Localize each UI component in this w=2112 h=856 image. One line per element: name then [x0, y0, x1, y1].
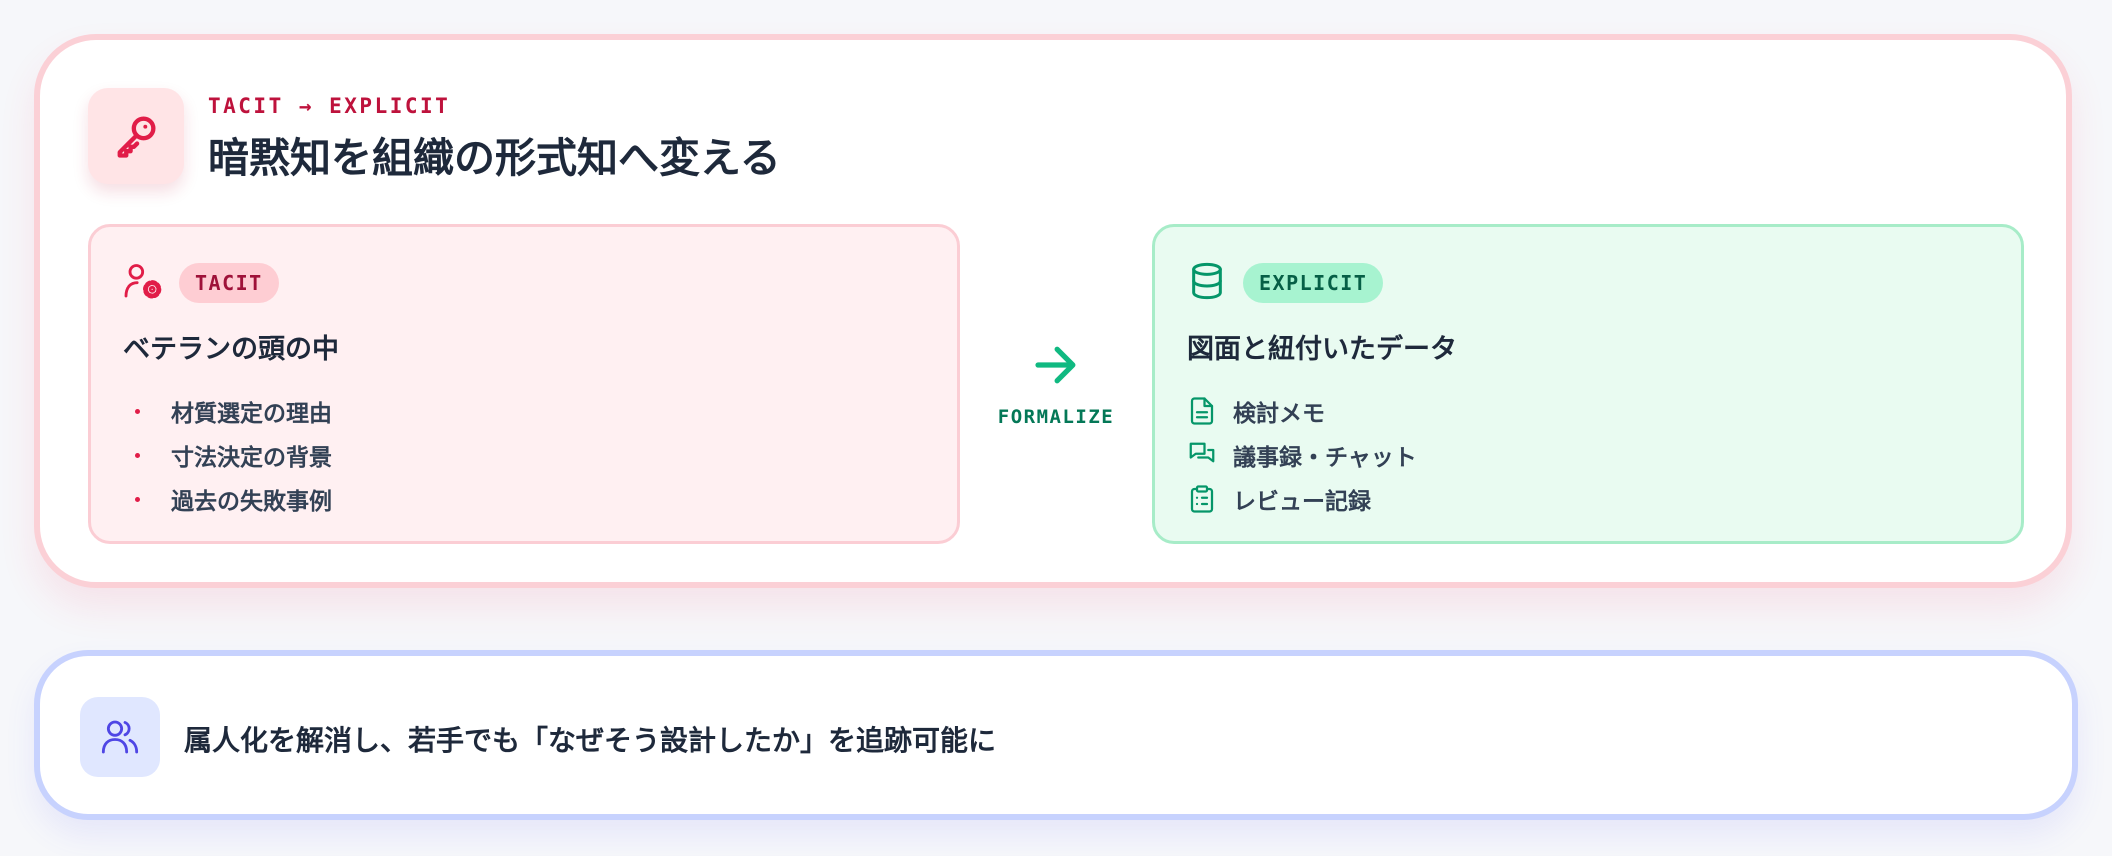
- header-eyebrow: TACIT → EXPLICIT: [208, 94, 451, 118]
- explicit-badge: EXPLICIT: [1243, 263, 1384, 303]
- bullet-dot: [135, 452, 140, 458]
- formalize-connector: FORMALIZE: [990, 338, 1122, 428]
- formalize-label: FORMALIZE: [997, 406, 1115, 428]
- list-item: 議事録・チャット: [1187, 433, 1417, 477]
- list-item: 検討メモ: [1187, 389, 1417, 433]
- list-item-label: 材質選定の理由: [171, 401, 332, 427]
- list-item: レビュー記録: [1187, 477, 1417, 521]
- clipboard-list-icon: [1190, 485, 1214, 513]
- list-item-label: 寸法決定の背景: [171, 445, 332, 471]
- arrow-right-icon: [1035, 346, 1076, 384]
- list-item-label: レビュー記録: [1233, 489, 1371, 515]
- key-icon: [117, 116, 156, 158]
- summary-text: 属人化を解消し、若手でも「なぜそう設計したか」を追跡可能に: [184, 724, 997, 757]
- list-item: 過去の失敗事例: [123, 477, 332, 521]
- list-item-label: 過去の失敗事例: [171, 489, 332, 515]
- bullet-dot: [135, 408, 140, 414]
- user-gear-icon: [124, 264, 162, 299]
- explicit-list: 検討メモ 議事録・チャット レビュー記録: [1187, 389, 1417, 521]
- tacit-list: 材質選定の理由 寸法決定の背景 過去の失敗事例: [123, 389, 332, 521]
- document-icon: [1190, 397, 1214, 425]
- tacit-panel: TACIT ベテランの頭の中 材質選定の理由 寸法決定の背景 過去の失敗事例: [88, 224, 960, 544]
- users-icon-badge: [80, 697, 160, 777]
- key-icon-badge: [88, 88, 184, 184]
- database-icon: [1192, 262, 1222, 300]
- list-item-label: 議事録・チャット: [1233, 445, 1417, 471]
- tacit-badge: TACIT: [179, 263, 279, 303]
- list-item: 寸法決定の背景: [123, 433, 332, 477]
- explicit-title: 図面と紐付いたデータ: [1187, 334, 1457, 365]
- chat-bubbles-icon: [1189, 442, 1215, 463]
- explicit-panel: EXPLICIT 図面と紐付いたデータ 検討メモ 議事録・チャット: [1152, 224, 2024, 544]
- tacit-title: ベテランの頭の中: [123, 334, 339, 365]
- list-item-label: 検討メモ: [1233, 401, 1325, 427]
- list-item: 材質選定の理由: [123, 389, 332, 433]
- users-icon: [101, 720, 139, 754]
- bullet-dot: [135, 496, 140, 502]
- page-title: 暗黙知を組織の形式知へ変える: [208, 134, 781, 182]
- summary-card: [34, 650, 2078, 820]
